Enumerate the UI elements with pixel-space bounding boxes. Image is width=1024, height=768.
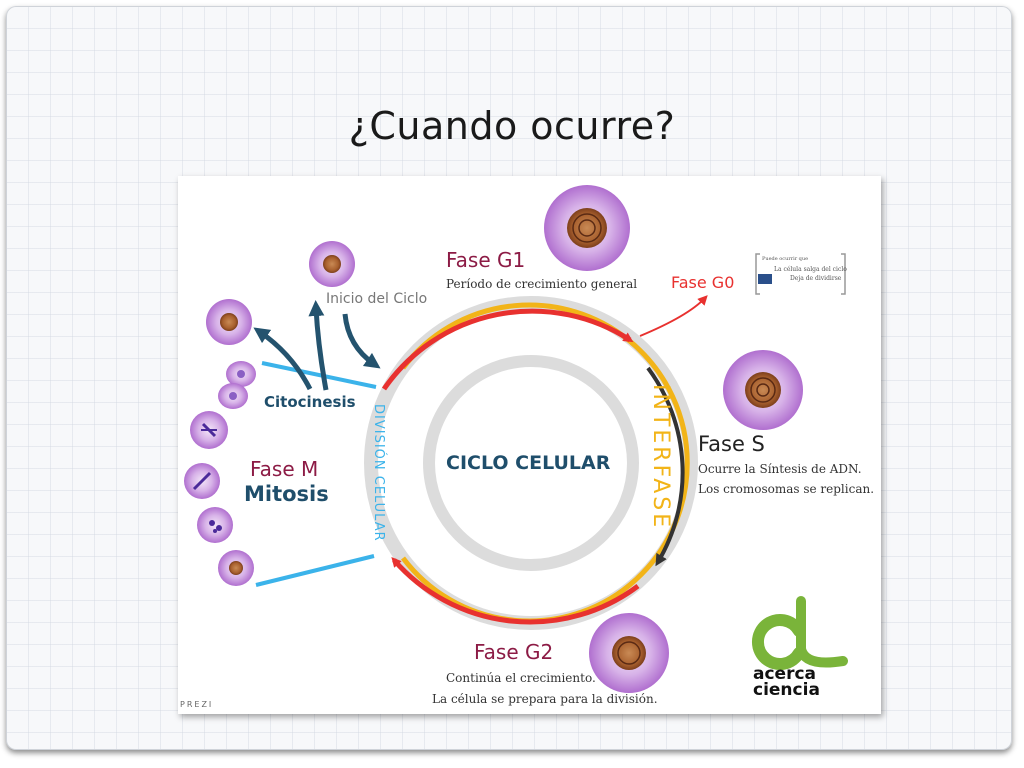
fase-g2-line2: La célula se prepara para la división.	[432, 692, 658, 706]
slide-title: ¿Cuando ocurre?	[348, 104, 676, 148]
interfase-vertical-label: INTERFASE	[648, 384, 673, 531]
fase-g0-title: Fase G0	[671, 273, 735, 292]
cell-m5	[197, 507, 233, 543]
g0-note-bottom: Deja de dividirse	[790, 275, 842, 282]
g0-note-top: Puede ocurrir que	[762, 256, 809, 262]
cell-m6	[218, 550, 254, 586]
cell-m4	[184, 463, 220, 499]
cell-m3	[190, 411, 228, 449]
cell-inicio	[309, 241, 355, 287]
fase-g2-line1: Continúa el crecimiento.	[446, 671, 596, 685]
logo-text-line1: acerca	[753, 664, 817, 684]
cell-g2	[589, 613, 669, 693]
g1-red-arc	[381, 308, 634, 391]
citocinesis-label: Citocinesis	[264, 393, 356, 411]
inner-gray-ring	[423, 355, 639, 571]
cycle-graphic	[184, 185, 848, 693]
cell-m2-dividing	[218, 361, 256, 409]
division-line-top	[261, 361, 377, 389]
cell-cycle-diagram: CICLO CELULAR INTERFASE DIVISIÓN CELULAR…	[178, 176, 881, 714]
fase-g2-title: Fase G2	[474, 640, 554, 664]
g2-red-arc	[391, 556, 640, 625]
g0-cell-icon	[758, 274, 772, 284]
fase-m-subtitle: Mitosis	[244, 482, 329, 506]
inicio-ciclo-label: Inicio del Ciclo	[326, 291, 428, 307]
cell-m1	[206, 299, 252, 345]
g0-note-mid: La célula salga del ciclo	[774, 266, 847, 273]
fase-s-title: Fase S	[698, 432, 765, 456]
acerca-ciencia-logo-mark	[751, 596, 848, 670]
cell-s	[723, 350, 803, 430]
fase-s-line2: Los cromosomas se replican.	[698, 482, 875, 496]
inicio-arrow-up	[308, 300, 329, 391]
cell-g1	[544, 185, 630, 271]
inicio-arrow-upleft	[253, 327, 313, 391]
inicio-arrow-right	[342, 313, 381, 369]
g0-bracket-right	[841, 253, 846, 295]
prezi-watermark: PREZI	[180, 700, 214, 709]
division-line-bottom	[255, 554, 375, 587]
fase-g1-title: Fase G1	[446, 248, 526, 272]
center-label: CICLO CELULAR	[446, 452, 611, 474]
g0-bracket-left	[755, 253, 760, 295]
fase-s-line1: Ocurre la Síntesis de ADN.	[698, 462, 862, 476]
s-phase-arrow	[646, 366, 685, 567]
g0-red-arrow	[639, 295, 708, 337]
logo-text-line2: ciencia	[753, 680, 820, 700]
fase-m-title: Fase M	[250, 457, 319, 481]
division-vertical-label: DIVISIÓN CELULAR	[371, 404, 386, 542]
fase-g1-description: Período de crecimiento general	[446, 277, 638, 291]
